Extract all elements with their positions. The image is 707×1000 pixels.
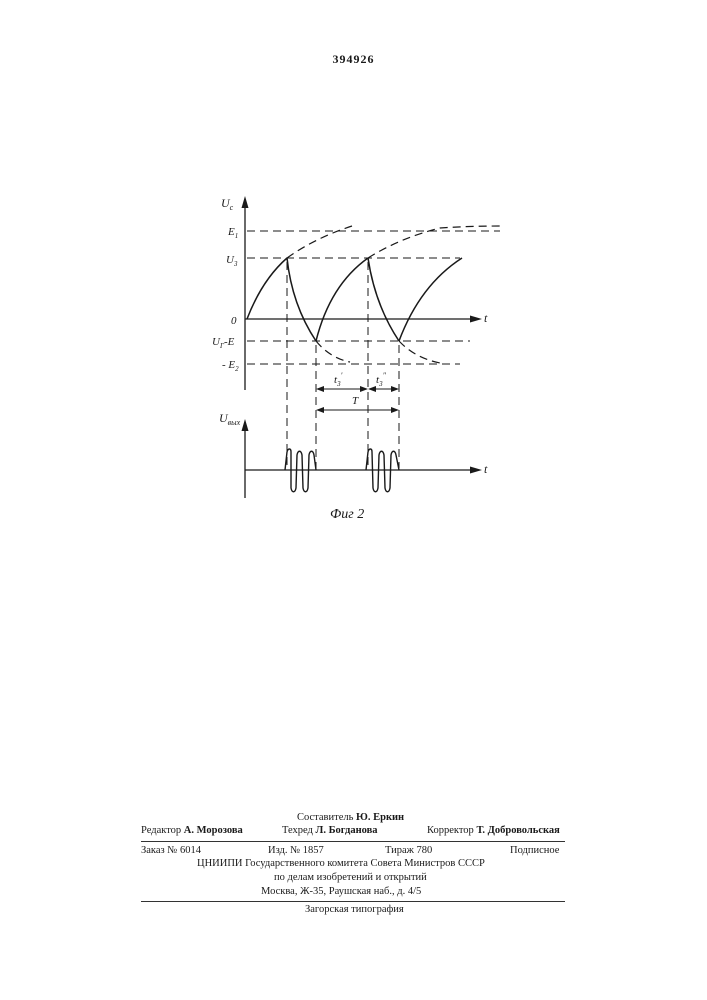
lower-y-sub: вых [228, 418, 241, 427]
figure-caption: Фиг 2 [330, 507, 364, 522]
interval-T-label: T [352, 395, 359, 407]
level-zero-label: 0 [231, 315, 237, 327]
lower-t-label: t [484, 462, 488, 476]
lower-t-arrow [470, 467, 482, 474]
svg-text:UГ-E: UГ-E [212, 336, 235, 350]
level-minus-e2-label: - E [222, 359, 235, 371]
discharge-continuation-1 [316, 341, 350, 362]
svg-text:t3′: t3′ [334, 371, 343, 388]
discharge-continuation-2 [399, 341, 440, 363]
svg-text:U3: U3 [226, 254, 238, 268]
svg-text:Uвых: Uвых [219, 411, 241, 427]
upper-t-label: t [484, 311, 488, 325]
charge-curve-3 [399, 258, 462, 341]
svg-text:E1: E1 [227, 226, 238, 240]
charge-curve-1 [247, 258, 287, 319]
upper-y-arrow [242, 196, 249, 208]
charge-curve-2 [316, 258, 368, 341]
upper-t-arrow [470, 316, 482, 323]
svg-text:t3″: t3″ [376, 371, 387, 388]
discharge-curve-2 [368, 258, 399, 341]
svg-text:- E2: - E2 [222, 359, 239, 373]
discharge-curve-1 [287, 258, 316, 341]
lower-y-arrow [242, 419, 249, 431]
svg-text:Uc: Uc [221, 196, 234, 212]
upper-y-sub: c [230, 203, 234, 212]
